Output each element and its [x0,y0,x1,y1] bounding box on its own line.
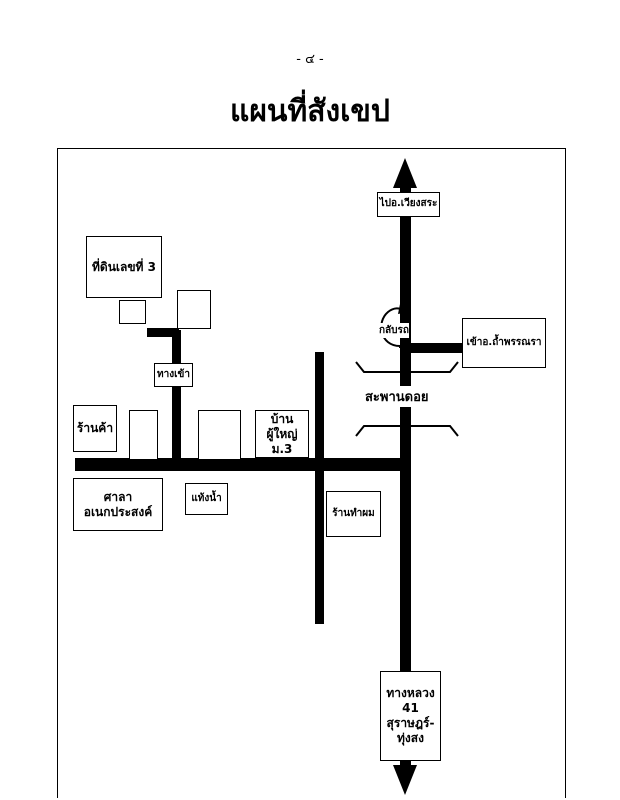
entrance-road-horizontal [147,328,179,337]
multipurpose-hall-box: ศาลาอเนกประสงค์ [73,478,163,531]
barber-box: ร้านทำผม [326,491,381,537]
highway-sign-box: ทางหลวง 41 สุราษฎร์-ทุ่งสง [380,671,441,761]
main-horizontal-road [75,458,407,471]
headman-house-box: บ้านผู้ใหญ่ ม.3 [255,410,309,458]
map-frame [57,148,566,798]
to-tham-phannara-sign: เข้าอ.ถ้ำพรรณรา [462,318,546,368]
shop-box: ร้านค้า [73,405,117,452]
small-building-1 [119,300,146,324]
highway-road [400,180,411,770]
entrance-road-vertical [172,330,181,460]
entrance-label-box: ทางเข้า [154,363,193,387]
branch-road-east [406,343,464,353]
north-arrow-icon [393,158,417,188]
bridge-label: สะพานดอย [363,386,431,407]
south-arrow-icon [393,765,417,795]
u-turn-arrow-icon [380,304,408,348]
small-building-2 [177,290,211,329]
small-building-4 [198,410,241,460]
u-turn-label: กลับรถ [379,323,409,338]
page-number: - ๔ - [296,52,324,67]
water-tank-box: แท้งน้ำ [185,483,228,515]
bridge-symbol-icon [355,361,459,437]
page-title: แผนที่สังเขป [230,94,390,129]
secondary-vertical-road [315,352,324,624]
small-building-3 [129,410,158,460]
land-plot-box: ที่ดินเลขที่ 3 [86,236,162,298]
to-wiang-sa-sign: ไปอ.เวียงสระ [377,192,440,217]
